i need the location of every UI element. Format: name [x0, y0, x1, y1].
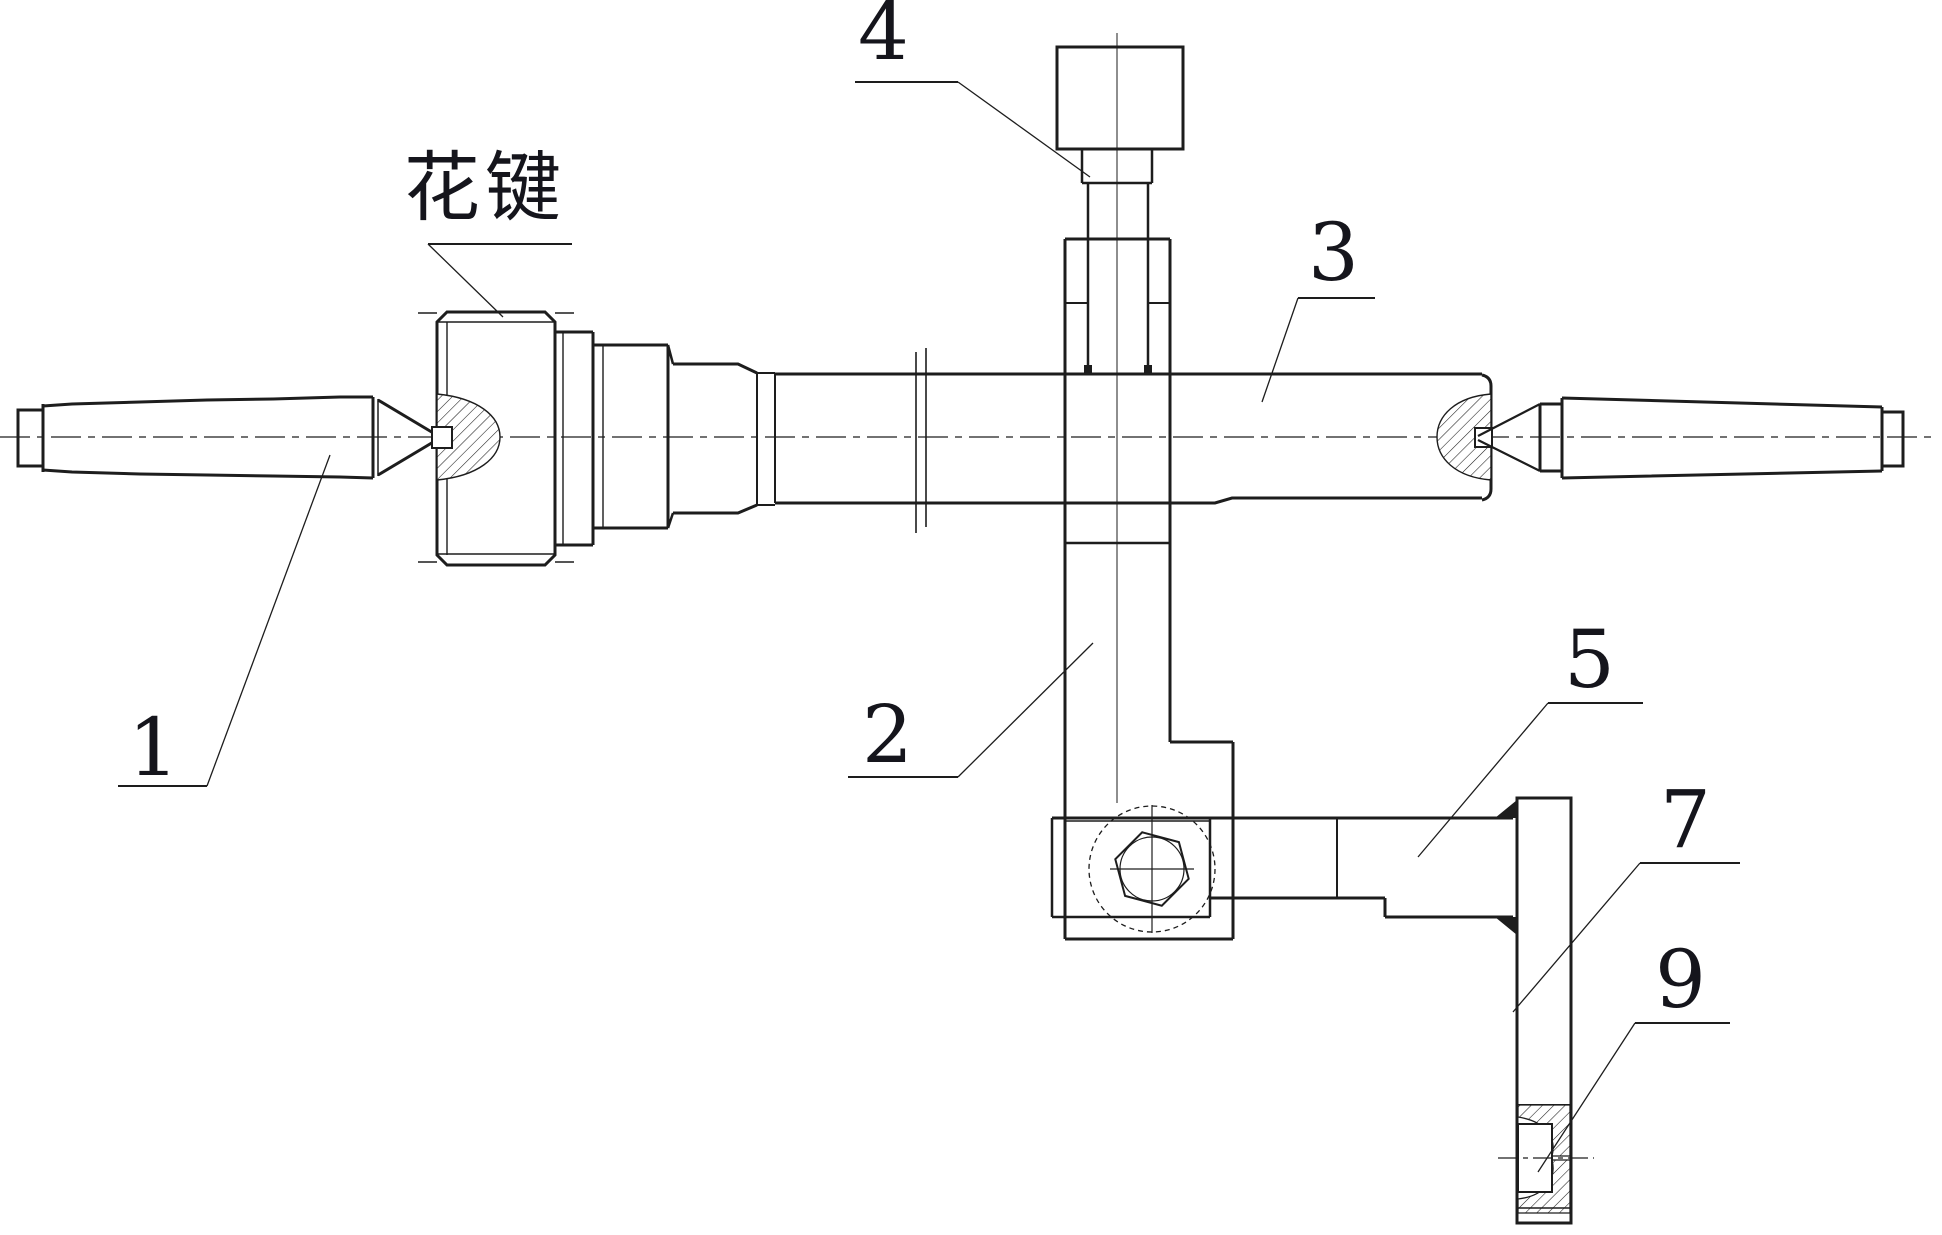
bracket-arm-part2 — [1050, 237, 1235, 941]
part-label-3: 3 — [1308, 206, 1359, 299]
clamp-screw-part4 — [1055, 33, 1185, 803]
part-label-7: 7 — [1660, 773, 1711, 866]
main-shaft-part3 — [775, 372, 1493, 505]
support-arm-part5 — [1052, 816, 1513, 919]
left-center-part1 — [16, 395, 436, 480]
break-lines — [915, 348, 927, 533]
part-label-9: 9 — [1655, 933, 1706, 1026]
part-label-2: 2 — [862, 688, 913, 781]
weld-fillets — [1495, 800, 1517, 935]
spline-annotation: 花键 — [404, 143, 566, 232]
part-label-1: 1 — [128, 701, 179, 794]
label-underlines — [118, 81, 1740, 1024]
part-label-4: 4 — [858, 0, 909, 78]
hex-bolt — [1088, 805, 1216, 933]
support-plate-part7 — [1515, 796, 1573, 1225]
right-center — [1477, 396, 1905, 480]
leader-lines — [206, 81, 1641, 1173]
spline-sleeve — [418, 310, 776, 567]
bushing-ring-part9 — [1498, 1104, 1594, 1214]
part-label-5: 5 — [1564, 613, 1615, 706]
